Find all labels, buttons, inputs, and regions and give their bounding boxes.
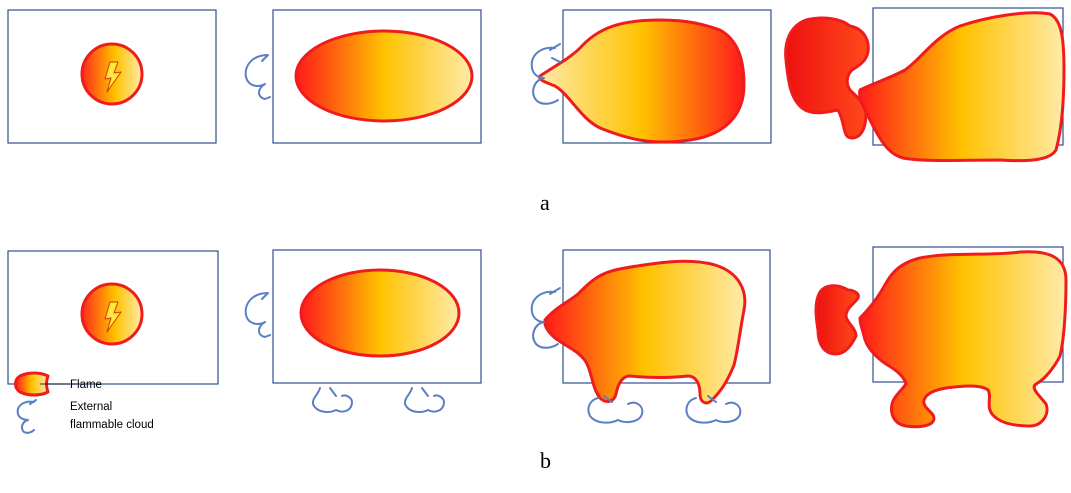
legend-label-cloud-line1: External (70, 401, 112, 413)
flame-vented (538, 18, 746, 144)
cloud-swirl-icon (587, 395, 644, 424)
flame-ellipse (299, 268, 461, 358)
cloud-swirl-icon (530, 287, 561, 349)
row-a (7, 7, 1066, 163)
flame-external-burst (784, 16, 870, 140)
flame-vented-large (858, 250, 1068, 429)
legend-item-cloud: External flammable cloud (16, 399, 154, 434)
panel-a1-ignition (7, 9, 217, 144)
flame-ellipse (294, 29, 474, 123)
cloud-swirl-icon (685, 395, 742, 424)
flame-vented-large (858, 11, 1066, 163)
panel-a4-external-explosion (784, 7, 1066, 163)
panel-b3-venting (530, 249, 771, 424)
legend: Flame External flammable cloud (14, 371, 154, 434)
lightning-bolt-icon (104, 61, 122, 93)
row-b (7, 246, 1068, 429)
panel-b1-ignition (7, 250, 219, 385)
panel-a2-flame-growth (244, 9, 482, 144)
flame-icon (14, 371, 50, 397)
panel-label-a: a (540, 190, 550, 215)
legend-label-flame: Flame (70, 379, 102, 391)
panel-b4-external-explosion (814, 246, 1068, 429)
legend-item-flame: Flame (14, 371, 102, 397)
lightning-bolt-icon (104, 301, 122, 333)
cloud-swirl-icon (311, 387, 353, 413)
cloud-swirl-icon (403, 387, 445, 413)
cloud-swirl-icon (244, 292, 271, 338)
panel-b2-flame-growth (244, 249, 482, 413)
panel-label-b: b (540, 448, 551, 473)
cloud-swirl-icon (244, 54, 271, 100)
panel-a3-venting (530, 9, 772, 144)
cloud-swirl-icon (16, 399, 37, 434)
flame-external-burst (814, 284, 860, 356)
legend-label-cloud-line2: flammable cloud (70, 419, 154, 431)
flame-vented (543, 259, 747, 405)
cloud-swirl-icon (530, 43, 561, 105)
